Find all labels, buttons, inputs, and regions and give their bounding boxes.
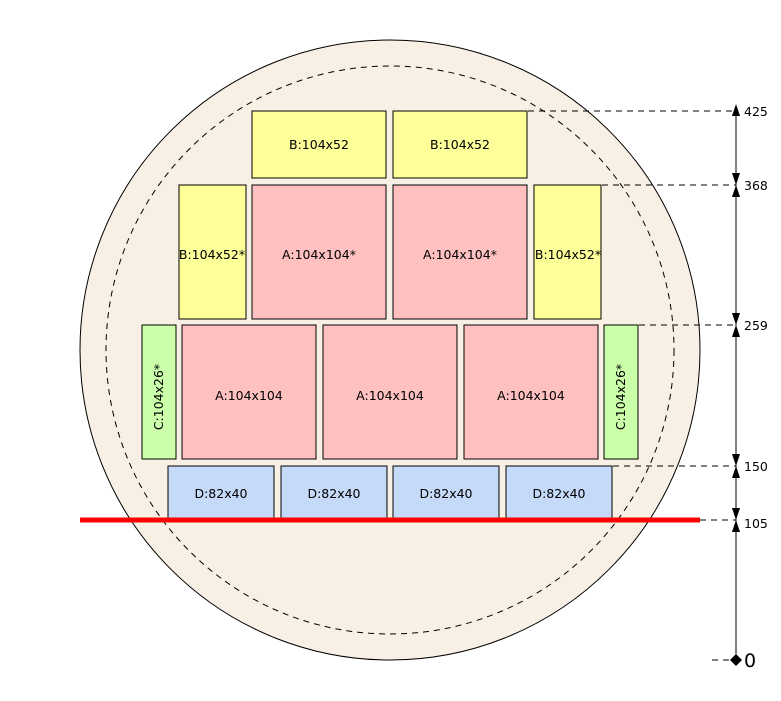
tile-rect-type-d [280,465,388,519]
usable-area-boundary [105,65,675,635]
scale-label-425: 425 [744,104,768,119]
scale-arrow-down-icon [732,454,740,466]
tile: B:104x52* [533,184,602,320]
tile-rect-type-b [178,184,247,320]
tile-rect-type-c [141,324,177,460]
tile-label: B:104x52 [430,137,490,152]
tile-label: A:104x104 [356,388,424,403]
scale-arrow-up-icon [732,104,740,116]
tile-rect-type-c [603,324,639,460]
scale-arrow-down-icon [732,313,740,325]
tile-label: A:104x104 [497,388,565,403]
scale-label-150: 150 [744,459,768,474]
tile-rect-type-b [533,184,602,320]
tile-rect-type-d [167,465,275,519]
tile: A:104x104* [392,184,528,320]
tile: A:104x104* [251,184,387,320]
tile-rect-type-d [505,465,613,519]
tile-label: B:104x52* [179,247,245,262]
scale-arrow-up-icon [732,466,740,478]
tile: D:82x40 [167,465,275,519]
scale-label-368: 368 [744,178,768,193]
tile-row-bottom: D:82x40 D:82x40 D:82x40 D:82x40 [167,465,613,519]
tile: B:104x52* [178,184,247,320]
height-scale: 425 368 259 150 105 0 [730,104,768,672]
tile-label: A:104x104 [215,388,283,403]
tile-label: C:104x26* [151,364,166,430]
scale-origin-diamond-icon [730,654,742,666]
tile: A:104x104 [181,324,317,460]
scale-arrow-down-icon [732,508,740,520]
scale-label-105: 105 [744,516,768,531]
tile: A:104x104 [463,324,599,460]
tile: A:104x104 [322,324,458,460]
scale-arrow-up-icon [732,325,740,337]
tile-label: B:104x52* [535,247,601,262]
tile-rect-type-d [392,465,500,519]
tile-label: A:104x104* [423,247,497,262]
tile: D:82x40 [392,465,500,519]
tile-row-middle: C:104x26* A:104x104 A:104x104 A:104x104 … [141,324,639,460]
tile: D:82x40 [505,465,613,519]
tile-label: C:104x26* [613,364,628,430]
scale-arrowheads [730,104,742,666]
tile-rect-type-a [322,324,458,460]
scale-arrow-down-icon [732,173,740,185]
tile-label: D:82x40 [532,486,585,501]
tile-rect-type-a [251,184,387,320]
tile-rect-type-a [181,324,317,460]
tile: B:104x52 [392,110,528,179]
tile-rect-type-a [392,184,528,320]
tile-label: A:104x104* [282,247,356,262]
scale-arrow-up-icon [732,520,740,532]
scale-guides [528,110,736,661]
tile-row-top: B:104x52 B:104x52 [251,110,528,179]
tile-label: D:82x40 [307,486,360,501]
tile-label: D:82x40 [194,486,247,501]
tile: D:82x40 [280,465,388,519]
tile-rect-type-b [251,110,387,179]
scale-arrow-up-icon [732,185,740,197]
tile-label: D:82x40 [419,486,472,501]
tile-label: B:104x52 [289,137,349,152]
tile-rect-type-b [392,110,528,179]
tile: C:104x26* [141,324,177,460]
tile: C:104x26* [603,324,639,460]
tile: B:104x52 [251,110,387,179]
tile-row-upper: B:104x52* A:104x104* A:104x104* B:104x52… [178,184,602,320]
scale-label-259: 259 [744,318,768,333]
scale-label-0: 0 [744,650,756,672]
tile-rect-type-a [463,324,599,460]
